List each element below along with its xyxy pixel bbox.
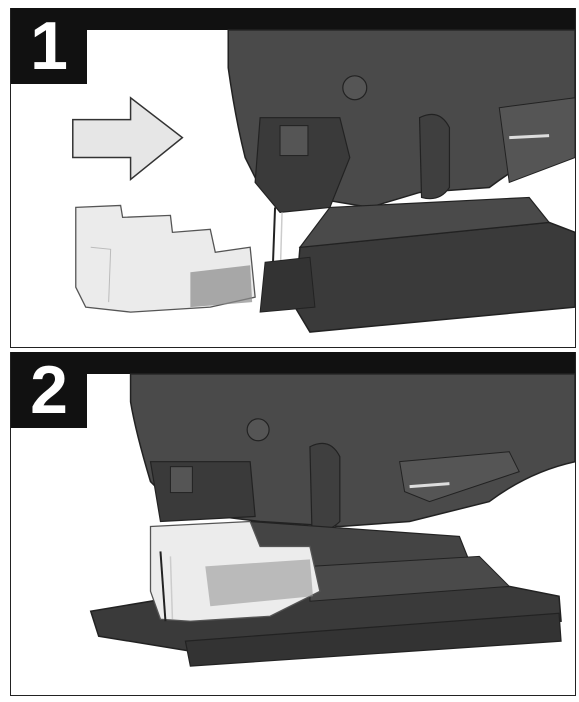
- step-1-number: 1: [11, 8, 87, 84]
- jigsaw-body-1: [227, 29, 575, 333]
- step-1-header-bar: [11, 8, 575, 30]
- blade-guard-1: [75, 204, 256, 313]
- arrow-right-icon: [72, 96, 184, 182]
- blade-guard-2: [149, 520, 321, 622]
- step-2-number: 2: [11, 352, 87, 428]
- step-1-illustration: [72, 29, 575, 333]
- jigsaw-body-2: [89, 373, 575, 667]
- step-2-panel: 2: [10, 352, 576, 696]
- step-2-illustration: [89, 373, 575, 667]
- step-1-panel: 1: [10, 8, 576, 348]
- step-2-header-bar: [11, 352, 575, 374]
